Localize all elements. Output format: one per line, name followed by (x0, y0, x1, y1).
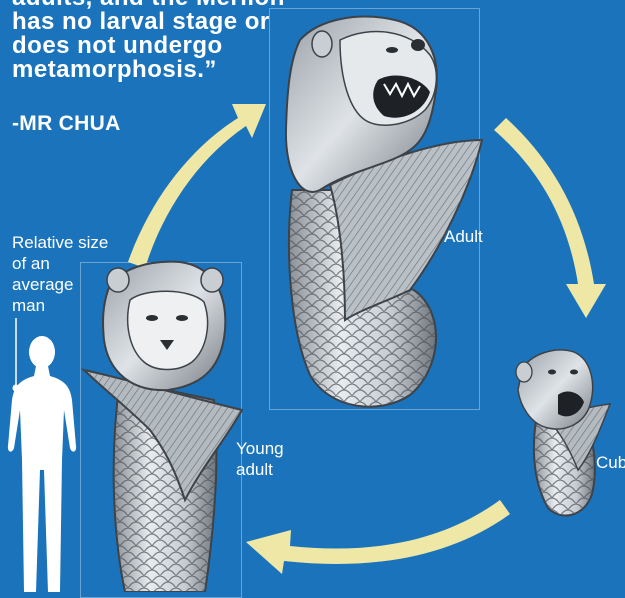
merlion-adult-icon (286, 17, 482, 407)
young-adult-label: Young adult (236, 438, 284, 480)
arrow-adult-to-cub (494, 118, 606, 318)
adult-label: Adult (444, 226, 483, 247)
young-adult-label-line: Young (236, 438, 284, 459)
young-adult-label-line: adult (236, 459, 284, 480)
cub-label: Cub (596, 452, 625, 473)
merlion-young-adult-icon (84, 262, 242, 592)
merlion-cub-icon (516, 350, 610, 516)
human-silhouette-icon (8, 318, 76, 592)
arrow-cub-to-young (246, 500, 510, 574)
arrow-young-to-adult (128, 104, 266, 268)
